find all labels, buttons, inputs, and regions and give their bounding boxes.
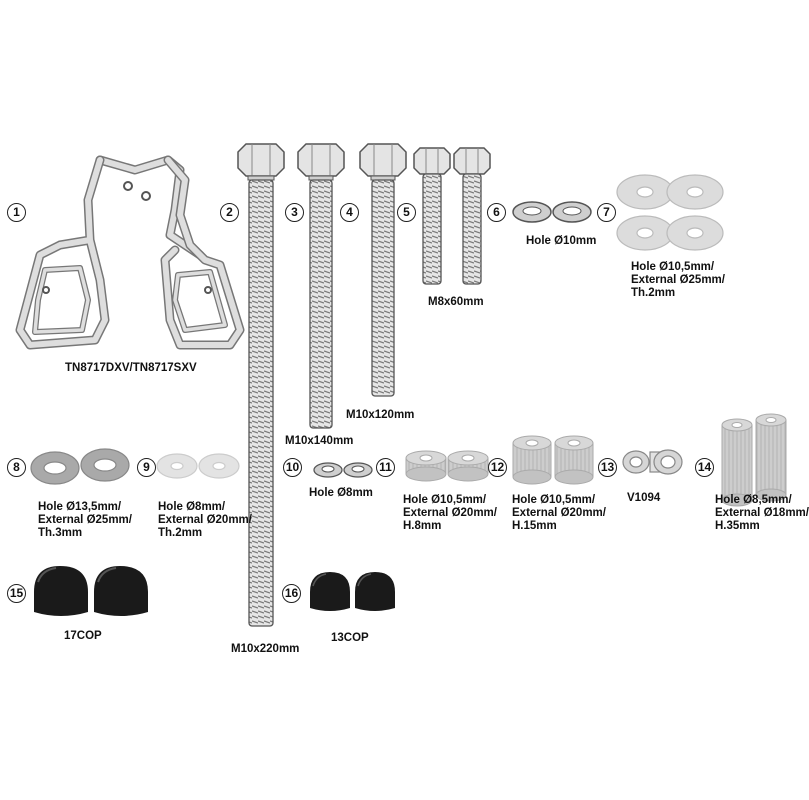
spring-washer-icon bbox=[512, 201, 592, 223]
item-number-7: 7 bbox=[597, 203, 616, 222]
flat-washer-icon bbox=[156, 453, 240, 479]
item-label-16: 13COP bbox=[331, 632, 369, 644]
item-label-2: M10x220mm bbox=[231, 643, 300, 655]
label-line: External Ø25mm/ bbox=[631, 274, 725, 286]
spacer-icon bbox=[405, 450, 489, 482]
item-number-10: 10 bbox=[283, 458, 302, 477]
label-line: H.8mm bbox=[403, 520, 442, 532]
item-label-11: Hole Ø10,5mm/ External Ø20mm/ H.8mm bbox=[403, 494, 497, 533]
pannier-frame-icon bbox=[15, 155, 245, 350]
item-label-14: Hole Ø8,5mm/ External Ø18mm/ H.35mm bbox=[715, 494, 809, 533]
label-line: Hole Ø8mm/ bbox=[158, 501, 226, 513]
item-label-13: V1094 bbox=[627, 492, 661, 504]
item-label-9: Hole Ø8mm/ External Ø20mm/ Th.2mm bbox=[158, 501, 252, 540]
label-line: Hole Ø8,5mm/ bbox=[715, 494, 792, 506]
bolt-icon bbox=[413, 147, 451, 285]
item-number-3: 3 bbox=[285, 203, 304, 222]
item-number-15: 15 bbox=[7, 584, 26, 603]
label-line: Hole Ø10,5mm/ bbox=[512, 494, 596, 506]
label-line: H.15mm bbox=[512, 520, 557, 532]
bolt-icon bbox=[237, 143, 285, 627]
item-number-6: 6 bbox=[487, 203, 506, 222]
item-label-4: M10x120mm bbox=[346, 409, 415, 421]
bolt-icon bbox=[453, 147, 491, 285]
item-label-10: Hole Ø8mm bbox=[309, 487, 373, 499]
spacer-icon bbox=[721, 413, 787, 507]
label-line: Th.3mm bbox=[38, 527, 83, 539]
label-line: Hole Ø10,5mm/ bbox=[631, 261, 715, 273]
item-number-12: 12 bbox=[488, 458, 507, 477]
item-label-5: M8x60mm bbox=[428, 296, 484, 308]
flat-washer-icon bbox=[30, 448, 130, 485]
label-line: Hole Ø13,5mm/ bbox=[38, 501, 122, 513]
item-number-14: 14 bbox=[695, 458, 714, 477]
spring-washer-icon bbox=[313, 462, 373, 478]
item-number-11: 11 bbox=[376, 458, 395, 477]
item-label-3: M10x140mm bbox=[285, 435, 354, 447]
label-line: External Ø20mm/ bbox=[512, 507, 606, 519]
label-line: Hole Ø10,5mm/ bbox=[403, 494, 487, 506]
label-line: External Ø25mm/ bbox=[38, 514, 132, 526]
label-line: External Ø20mm/ bbox=[158, 514, 252, 526]
label-line: External Ø18mm/ bbox=[715, 507, 809, 519]
item-number-9: 9 bbox=[137, 458, 156, 477]
item-number-16: 16 bbox=[282, 584, 301, 603]
item-number-8: 8 bbox=[7, 458, 26, 477]
item-label-1: TN8717DXV/TN8717SXV bbox=[65, 362, 197, 374]
label-line: Th.2mm bbox=[158, 527, 203, 539]
item-label-15: 17COP bbox=[64, 630, 102, 642]
bushing-icon bbox=[622, 449, 683, 475]
flat-washer-icon bbox=[616, 174, 724, 251]
item-number-2: 2 bbox=[220, 203, 239, 222]
item-label-8: Hole Ø13,5mm/ External Ø25mm/ Th.3mm bbox=[38, 501, 132, 540]
bolt-icon bbox=[359, 143, 407, 397]
item-number-4: 4 bbox=[340, 203, 359, 222]
item-number-5: 5 bbox=[397, 203, 416, 222]
item-number-1: 1 bbox=[7, 203, 26, 222]
bolt-icon bbox=[297, 143, 345, 429]
nut-cap-icon bbox=[34, 566, 148, 616]
item-label-7: Hole Ø10,5mm/ External Ø25mm/ Th.2mm bbox=[631, 261, 725, 300]
spacer-icon bbox=[512, 435, 594, 485]
label-line: Th.2mm bbox=[631, 287, 676, 299]
nut-cap-icon bbox=[310, 572, 395, 611]
label-line: External Ø20mm/ bbox=[403, 507, 497, 519]
label-line: H.35mm bbox=[715, 520, 760, 532]
item-label-6: Hole Ø10mm bbox=[526, 235, 597, 247]
item-label-12: Hole Ø10,5mm/ External Ø20mm/ H.15mm bbox=[512, 494, 606, 533]
item-number-13: 13 bbox=[598, 458, 617, 477]
